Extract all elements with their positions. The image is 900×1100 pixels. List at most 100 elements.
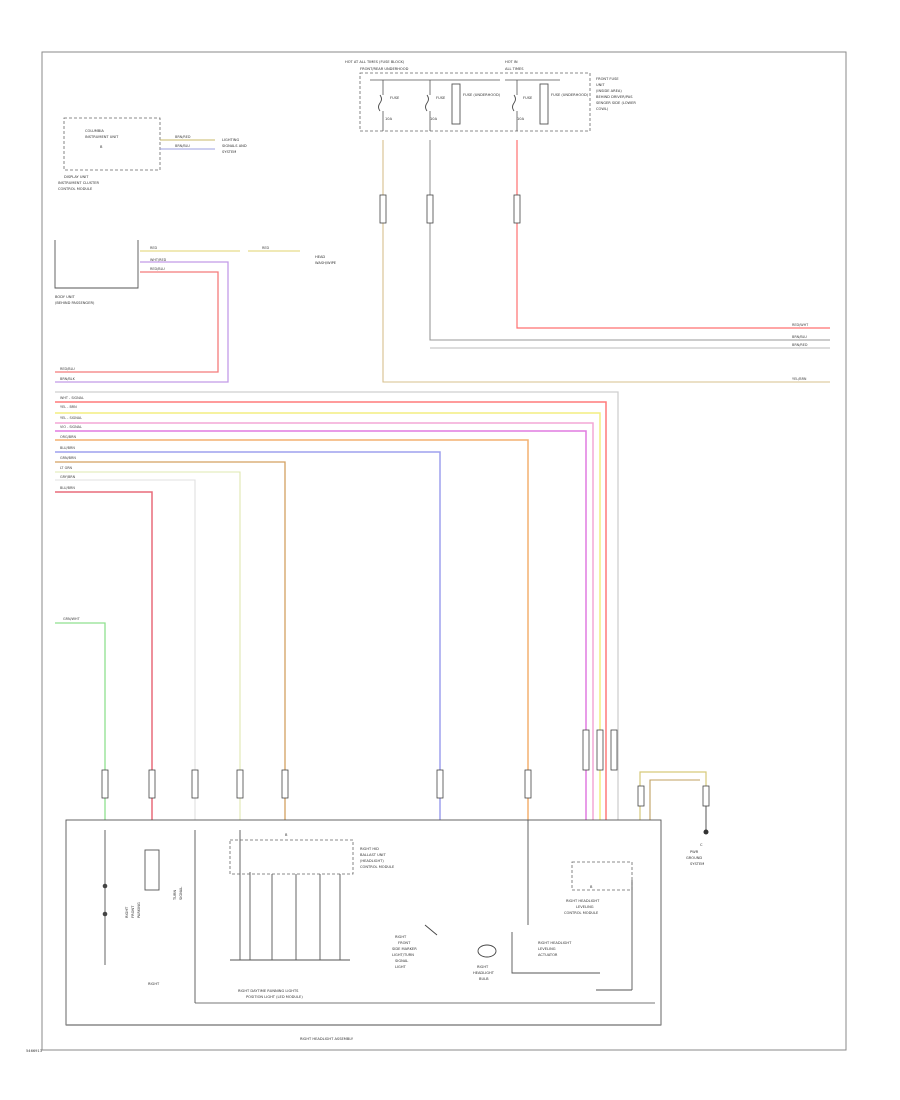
svg-text:YEL - SIGNAL: YEL - SIGNAL bbox=[60, 416, 82, 420]
fuse-3-desc: FUSE (UNDERHOOD) bbox=[551, 93, 589, 97]
svg-text:WASH/WIPE: WASH/WIPE bbox=[315, 261, 337, 265]
svg-text:RIGHT HEADLIGHT: RIGHT HEADLIGHT bbox=[538, 941, 572, 945]
svg-text:COWL): COWL) bbox=[596, 107, 609, 111]
fuse-2: FUSE 10A FUSE (UNDERHOOD) bbox=[425, 80, 501, 131]
svg-text:POSITION LIGHT (LED MODULE): POSITION LIGHT (LED MODULE) bbox=[246, 995, 303, 999]
svg-text:SYSTEM: SYSTEM bbox=[222, 150, 236, 154]
svg-text:CONTROL MODULE: CONTROL MODULE bbox=[360, 865, 395, 869]
fuse-block: HOT AT ALL TIMES (FUSE BLOCK) FRONT/REAR… bbox=[345, 60, 636, 132]
fuse-3-rating: 10A bbox=[517, 117, 525, 121]
svg-text:SENGER SIDE (LOWER: SENGER SIDE (LOWER bbox=[596, 101, 636, 105]
instrument-cluster-box bbox=[63, 117, 161, 171]
svg-text:LIGHTING: LIGHTING bbox=[222, 138, 239, 142]
rain-wire-1: RED bbox=[150, 246, 157, 250]
svg-text:TURN: TURN bbox=[173, 890, 177, 901]
svg-text:BODY UNIT: BODY UNIT bbox=[55, 295, 76, 299]
svg-text:RIGHT DAYTIME RUNNING LIGHTS: RIGHT DAYTIME RUNNING LIGHTS bbox=[238, 989, 299, 993]
svg-text:LT GRN: LT GRN bbox=[60, 466, 73, 470]
hot-in-label: HOT IN bbox=[505, 60, 518, 64]
headlight-assembly: RIGHT RIGHT HID BALLAST UNIT (HEADLIGHT)… bbox=[65, 819, 662, 1041]
svg-text:BULB: BULB bbox=[479, 977, 489, 981]
svg-text:C: C bbox=[700, 843, 703, 847]
svg-text:SIGNALS AND: SIGNALS AND bbox=[222, 144, 247, 148]
svg-text:BRN/BLK: BRN/BLK bbox=[60, 377, 76, 381]
svg-text:BALLAST UNIT: BALLAST UNIT bbox=[360, 853, 386, 857]
svg-text:RIGHT: RIGHT bbox=[395, 935, 407, 939]
rain-wire-2: WHT/RED bbox=[150, 258, 167, 262]
svg-text:ORG/BRN: ORG/BRN bbox=[60, 435, 76, 439]
right-front-parking-light: RIGHT bbox=[102, 830, 160, 986]
svg-text:SIDE MARKER: SIDE MARKER bbox=[392, 947, 417, 951]
svg-text:LIGHT/TURN: LIGHT/TURN bbox=[392, 953, 414, 957]
fuse-block-subtitle: FRONT/REAR UNDERHOOD bbox=[360, 67, 409, 71]
svg-text:COLUMBIA: COLUMBIA bbox=[85, 129, 104, 133]
svg-text:INSTRUMENT UNIT: INSTRUMENT UNIT bbox=[85, 135, 119, 139]
svg-text:HEAD: HEAD bbox=[315, 255, 325, 259]
svg-text:YEL/BRN: YEL/BRN bbox=[792, 377, 807, 381]
side-marker-light: RIGHT FRONT SIDE MARKER LIGHT/TURN SIGNA… bbox=[392, 924, 438, 969]
drl-module-box bbox=[229, 839, 354, 875]
svg-text:CONTROL MODULE: CONTROL MODULE bbox=[564, 911, 599, 915]
right-headlight-bulb: RIGHT HEADLIGHT BULB bbox=[473, 944, 497, 981]
rain-wire-3: RED/BLU bbox=[150, 267, 165, 271]
leveling-actuator: RIGHT HEADLIGHT LEVELING ACTUATOR bbox=[511, 820, 600, 974]
svg-text:GROUND: GROUND bbox=[686, 856, 702, 860]
svg-text:RIGHT: RIGHT bbox=[477, 965, 489, 969]
fuse-1-rating: 10A bbox=[385, 117, 393, 121]
body-unit: BODY UNIT (BEHIND PASSENGER) RED WHT/RED… bbox=[54, 240, 337, 305]
wire-labels: RED/BLU BRN/BLK WHT - SIGNAL YEL - BRN Y… bbox=[60, 323, 809, 621]
svg-text:SIGNAL: SIGNAL bbox=[179, 887, 183, 900]
svg-text:ACTUATOR: ACTUATOR bbox=[538, 953, 558, 957]
svg-text:LEVELING: LEVELING bbox=[576, 905, 594, 909]
fuse-2-rating: 10A bbox=[430, 117, 438, 121]
svg-text:B: B bbox=[100, 145, 103, 149]
svg-text:DISPLAY UNIT: DISPLAY UNIT bbox=[64, 175, 89, 179]
fuse-block-note: FRONT FUSE UNIT (INSIDE AREA) BEHIND DRI… bbox=[596, 77, 636, 111]
svg-text:YEL - BRN: YEL - BRN bbox=[60, 405, 77, 409]
svg-text:CONTROL MODULE: CONTROL MODULE bbox=[58, 187, 93, 191]
svg-text:RIGHT: RIGHT bbox=[125, 906, 129, 918]
fuse-2-label: FUSE bbox=[436, 96, 446, 100]
wires bbox=[55, 140, 830, 820]
svg-text:GRN/BRN: GRN/BRN bbox=[60, 456, 76, 460]
svg-text:FRONT: FRONT bbox=[131, 905, 135, 918]
wire-connectors bbox=[101, 194, 710, 807]
fuse-block-title: HOT AT ALL TIMES (FUSE BLOCK) bbox=[345, 60, 405, 64]
drl-position-module: RIGHT HID BALLAST UNIT (HEADLIGHT) CONTR… bbox=[229, 833, 395, 999]
svg-text:BRN/RED: BRN/RED bbox=[792, 343, 808, 347]
svg-text:(HEADLIGHT): (HEADLIGHT) bbox=[360, 859, 384, 863]
parking-light-caption: RIGHT FRONT PARKING TURN SIGNAL bbox=[125, 887, 183, 918]
svg-text:SYSTEM: SYSTEM bbox=[690, 862, 704, 866]
svg-text:RIGHT HEADLIGHT: RIGHT HEADLIGHT bbox=[566, 899, 600, 903]
cluster-wire-1: BRN/RED bbox=[175, 135, 191, 139]
fuse-3-label: FUSE bbox=[523, 96, 533, 100]
svg-text:B: B bbox=[285, 833, 288, 837]
ground-connector: C PWR GROUND SYSTEM bbox=[686, 806, 709, 866]
fuse-block-outline bbox=[359, 72, 591, 132]
svg-text:INSTRUMENT CLUSTER: INSTRUMENT CLUSTER bbox=[58, 181, 99, 185]
svg-text:RED/WHT: RED/WHT bbox=[792, 323, 809, 327]
ground-wire-label: GRN/WHT bbox=[63, 617, 81, 621]
svg-text:PWR: PWR bbox=[690, 850, 699, 854]
svg-text:SIGNAL: SIGNAL bbox=[395, 959, 408, 963]
svg-text:RIGHT: RIGHT bbox=[148, 982, 160, 986]
svg-text:LIGHT: LIGHT bbox=[395, 965, 407, 969]
svg-text:BLU/BRN: BLU/BRN bbox=[60, 486, 75, 490]
fuse-1: FUSE 10A bbox=[378, 80, 400, 131]
leveling-module-box bbox=[571, 861, 633, 891]
svg-text:VIO - SIGNAL: VIO - SIGNAL bbox=[60, 425, 82, 429]
fuse-1-label: FUSE bbox=[390, 96, 400, 100]
assembly-title: RIGHT HEADLIGHT ASSEMBLY bbox=[300, 1037, 354, 1041]
svg-text:WHT - SIGNAL: WHT - SIGNAL bbox=[60, 396, 84, 400]
svg-text:B: B bbox=[590, 885, 593, 889]
rain-mid-label: RED bbox=[262, 246, 269, 250]
svg-text:RED/BLU: RED/BLU bbox=[60, 367, 75, 371]
svg-text:UNIT: UNIT bbox=[596, 83, 605, 87]
svg-text:(INSIDE AREA): (INSIDE AREA) bbox=[596, 89, 622, 93]
svg-text:RIGHT HID: RIGHT HID bbox=[360, 847, 379, 851]
svg-text:(BEHIND PASSENGER): (BEHIND PASSENGER) bbox=[55, 301, 95, 305]
leveling-control-module: B RIGHT HEADLIGHT LEVELING CONTROL MODUL… bbox=[564, 861, 633, 991]
svg-text:BLU/BRN: BLU/BRN bbox=[60, 446, 75, 450]
svg-text:LEVELING: LEVELING bbox=[538, 947, 556, 951]
